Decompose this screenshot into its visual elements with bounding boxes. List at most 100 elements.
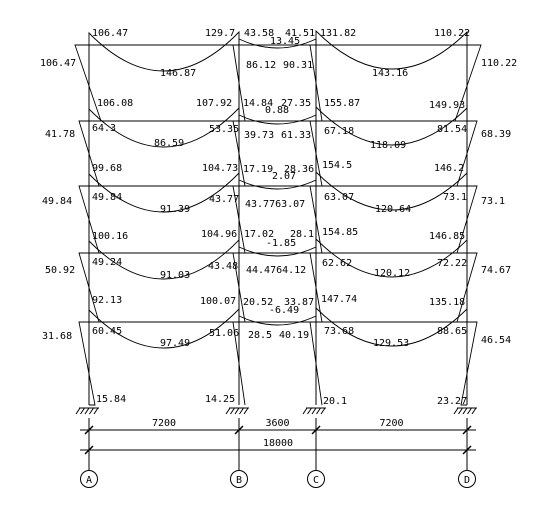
moment-curve-AB-f5 [88, 30, 240, 72]
col-moment-C-0 [309, 44, 323, 122]
moment-label-l4-BC-right: 27.35 [281, 98, 311, 109]
moment-curve-CD-f3 [315, 170, 468, 211]
support-C [302, 407, 326, 415]
moment-label-l3-D-col: 73.1 [443, 192, 467, 203]
moment-label-base-B: 14.25 [205, 394, 235, 405]
col-moment-A-2 [78, 185, 100, 254]
moment-label-c1-B: 28.5 [248, 330, 272, 341]
moment-label-l1-D-out: 46.54 [481, 335, 511, 346]
moment-label-l3-B-col: 43.77 [209, 194, 239, 205]
moment-label-l2-A-col: 49.24 [92, 257, 122, 268]
moment-label-l1-BC-right: 33.87 [284, 297, 314, 308]
moment-label-l5-BC-mid: 13.45 [270, 36, 300, 47]
col-moment-A-4 [78, 321, 96, 406]
axis-label-B: B [236, 475, 242, 486]
moment-label-c5-C: 90.31 [283, 60, 313, 71]
span-dimension-1: 3600 [265, 418, 289, 429]
moment-label-l1-B-col: 51.06 [209, 328, 239, 339]
moment-label-base-D: 23.27 [437, 396, 467, 407]
moment-label-l3-CD-left: 154.5 [322, 160, 352, 171]
moment-label-l1-A-out: 31.68 [42, 331, 72, 342]
moment-label-l2-CD-right: 146.85 [429, 231, 465, 242]
moment-curve-BC-f5 [238, 38, 317, 49]
moment-label-c3-BC: 43.7763.07 [245, 199, 305, 210]
moment-label-l3-C-col: 63.07 [324, 192, 354, 203]
moment-label-l2-CD-mid: 120.12 [374, 268, 410, 279]
moment-label-l5-CD-mid: 143.16 [372, 68, 408, 79]
col-moment-A-3 [78, 252, 100, 323]
moment-curve-CD-f2 [315, 237, 468, 278]
col-moment-B-4 [232, 321, 246, 406]
moment-label-l1-CD-mid: 129.53 [373, 338, 409, 349]
moment-curve-AB-f4 [88, 106, 240, 148]
moment-label-c4-B: 39.73 [244, 130, 274, 141]
axis-label-C: C [313, 475, 319, 486]
tick-total-0 [84, 445, 94, 455]
tick-spans-B [234, 425, 244, 435]
col-moment-D-4 [460, 321, 478, 406]
moment-label-l3-BC-left: 17.19 [243, 164, 273, 175]
moment-label-l4-A-left: 106.08 [97, 98, 133, 109]
moment-label-l3-CD-mid: 120.64 [375, 204, 411, 215]
col-moment-B-2 [232, 185, 246, 254]
moment-diagram-lines [74, 29, 482, 406]
moment-label-l4-AB-right: 107.92 [196, 98, 232, 109]
moment-label-l3-BC-mid: 2.07 [272, 171, 296, 182]
moment-label-l1-A-left: 92.13 [92, 295, 122, 306]
moment-label-l1-AB-right: 100.07 [200, 296, 236, 307]
span-dimension-0: 7200 [152, 418, 176, 429]
moment-label-l2-BC-right: 28.1 [290, 229, 314, 240]
moment-label-l4-A-col: 64.3 [92, 123, 116, 134]
support-B [225, 407, 249, 415]
tick-total-1 [462, 445, 472, 455]
moment-label-l3-A-out: 49.84 [42, 196, 72, 207]
moment-label-l4-A-out: 41.78 [45, 129, 75, 140]
moment-label-base-C: 20.1 [323, 396, 347, 407]
tick-spans-D [462, 425, 472, 435]
moment-label-l2-A-out: 50.92 [45, 265, 75, 276]
moment-label-l3-A-col: 49.84 [92, 192, 122, 203]
col-moment-B-0 [232, 44, 246, 122]
moment-label-l5-A-left: 106.47 [92, 28, 128, 39]
moment-label-l1-BC-mid: -6.49 [269, 305, 299, 316]
moment-label-l3-AB-mid: 91.39 [160, 204, 190, 215]
moment-curve-AB-f3 [88, 171, 240, 213]
moment-label-l1-D-col: 88.65 [437, 326, 467, 337]
moment-curve-BC-f3 [238, 179, 317, 190]
axis-label-A: A [86, 475, 92, 486]
moment-curve-CD-f5 [315, 29, 468, 70]
col-moment-C-1 [309, 120, 323, 187]
moment-curve-BC-f4 [238, 114, 317, 125]
moment-label-c1-C: 40.19 [279, 330, 309, 341]
col-moment-A-0 [74, 44, 102, 122]
moment-label-l1-C-col: 73.68 [324, 326, 354, 337]
col-moment-D-1 [456, 120, 478, 187]
moment-label-l5-BC-left: 43.58 [244, 28, 274, 39]
col-moment-D-2 [456, 185, 478, 254]
moment-label-c5-B: 86.12 [246, 60, 276, 71]
axis-bubble-C [307, 470, 325, 488]
moment-curve-BC-f1 [238, 315, 317, 326]
col-moment-C-2 [309, 185, 323, 254]
moment-label-l4-CD-left: 155.87 [324, 98, 360, 109]
moment-label-l2-D-out: 74.67 [481, 265, 511, 276]
moment-label-l5-CD-right: 110.22 [434, 28, 470, 39]
col-moment-B-1 [232, 120, 246, 187]
moment-label-l2-BC-mid: -1.85 [266, 238, 296, 249]
moment-label-l1-AB-mid: 97.49 [160, 338, 190, 349]
moment-label-l5-A-out: 106.47 [40, 58, 76, 69]
moment-label-l3-CD-right: 146.2 [434, 163, 464, 174]
moment-curve-AB-f1 [88, 307, 240, 349]
moment-label-l2-CD-left: 154.85 [322, 227, 358, 238]
col-moment-A-1 [78, 120, 100, 187]
moment-label-l2-AB-right: 104.96 [201, 229, 237, 240]
moment-label-c2-BC: 44.4764.12 [246, 265, 306, 276]
moment-label-l2-A-left: 100.16 [92, 231, 128, 242]
moment-label-l2-C-col: 62.62 [322, 258, 352, 269]
frame-structure [75, 44, 477, 415]
span-dimension-2: 7200 [379, 418, 403, 429]
col-moment-D-0 [454, 44, 482, 122]
